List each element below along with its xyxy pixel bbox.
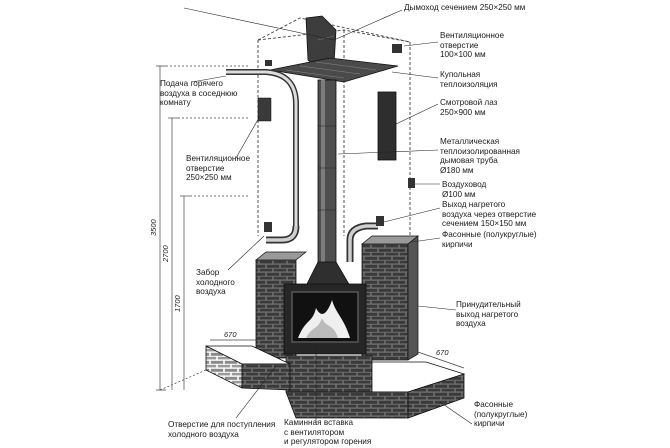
dim-total-height: 3500 — [149, 219, 158, 236]
label-inspection-hatch: Смотровой лаз 250×900 мм — [440, 98, 498, 117]
vent-opening-small — [265, 60, 272, 66]
fireplace-insert-body — [283, 283, 367, 355]
dim-mid-height: 2700 — [161, 245, 170, 262]
leader-lines — [183, 7, 473, 425]
vent-opening-side — [257, 97, 272, 122]
dim-left-width: 670 — [224, 330, 237, 339]
label-hot-air-outlet: Выход нагретого воздуха через отверстие … — [442, 200, 537, 229]
brick-column-right — [361, 243, 409, 361]
label-dome-insulation: Купольная теплоизоляция — [440, 70, 498, 89]
inspection-hatch — [377, 91, 397, 161]
dimension-lines — [156, 65, 465, 391]
hot-air-vent-right — [376, 216, 384, 226]
hot-air-vent-left — [264, 222, 272, 232]
label-vent-side: Вентиляционное отверстие 250×250 мм — [186, 154, 251, 183]
vent-opening-top — [392, 44, 402, 53]
dome-insulation-plate — [269, 57, 399, 83]
hot-air-supply-duct — [226, 69, 299, 228]
air-duct-right — [346, 222, 378, 262]
fireplace-hood — [305, 261, 351, 287]
label-chimney: Дымоход сечением 250×250 мм — [404, 3, 526, 12]
label-vent-top: Вентиляционное отверстие 100×100 мм — [440, 31, 505, 60]
label-fireplace-insert: Каминная вставка с вентилятором и регуля… — [284, 418, 372, 447]
label-cold-air-inlet: Отверстие для поступления холодного возд… — [168, 420, 276, 439]
label-cold-air-intake: Забор холодного воздуха — [196, 268, 235, 297]
label-forced-outlet: Принудительный выход нагретого воздуха — [456, 300, 521, 329]
hearth-base — [205, 345, 466, 419]
metal-smoke-pipe — [317, 79, 337, 265]
dim-low-height: 1700 — [173, 295, 182, 312]
label-metal-pipe: Металлическая теплоизолированная дымовая… — [440, 137, 520, 175]
label-air-duct: Воздуховод Ø100 мм — [442, 180, 487, 199]
air-duct-vent — [408, 178, 415, 188]
label-hot-air-supply: Подача горячего воздуха в соседнюю комна… — [160, 79, 238, 108]
label-shaped-bricks-bottom: Фасонные (полукруглые) кирпичи — [474, 400, 528, 429]
label-shaped-bricks-top: Фасонные (полукруглые) кирпичи — [442, 230, 537, 249]
dim-right-width: 670 — [436, 348, 449, 357]
air-duct-left — [266, 225, 300, 244]
